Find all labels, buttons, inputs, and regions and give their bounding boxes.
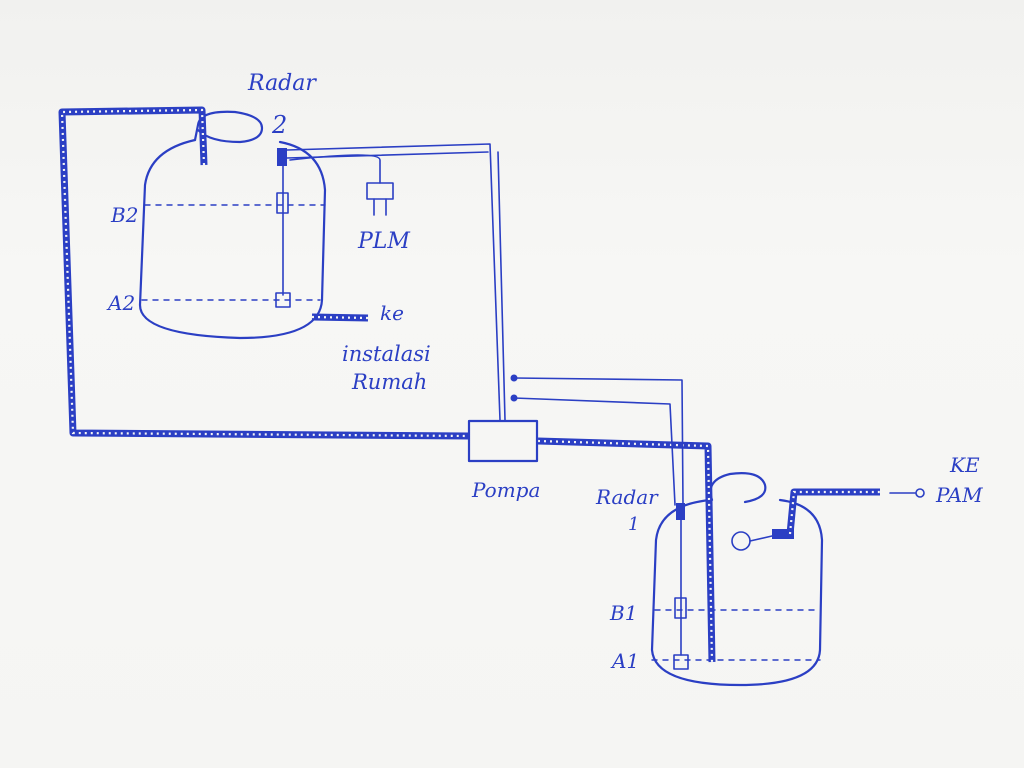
- control-wires: [286, 143, 684, 506]
- plm-plug-icon: [366, 182, 394, 216]
- lower-tank: [650, 472, 824, 687]
- pompa-label: Pompa: [471, 478, 540, 502]
- upper-tank: [138, 110, 327, 340]
- instalasi-label: instalasi: [342, 342, 431, 366]
- level-a1-label: A1: [610, 649, 639, 673]
- radar2-label: Radar: [247, 71, 317, 96]
- radar2-number: 2: [271, 111, 287, 139]
- plm-label: PLM: [357, 229, 410, 254]
- level-a2-label: A2: [106, 291, 135, 315]
- pam-label: PAM: [935, 483, 983, 507]
- pam-outlet-arrow: [889, 488, 925, 498]
- rumah-label: Rumah: [351, 370, 427, 394]
- radar1-label: Radar: [595, 485, 659, 509]
- radar1-number: 1: [628, 514, 639, 535]
- water-pipes: [58, 106, 880, 663]
- ke-left-label: ke: [380, 301, 404, 325]
- level-b1-label: B1: [609, 601, 637, 625]
- ke-right-label: KE: [949, 453, 980, 477]
- pump-box: [467, 419, 539, 463]
- level-b2-label: B2: [110, 203, 138, 227]
